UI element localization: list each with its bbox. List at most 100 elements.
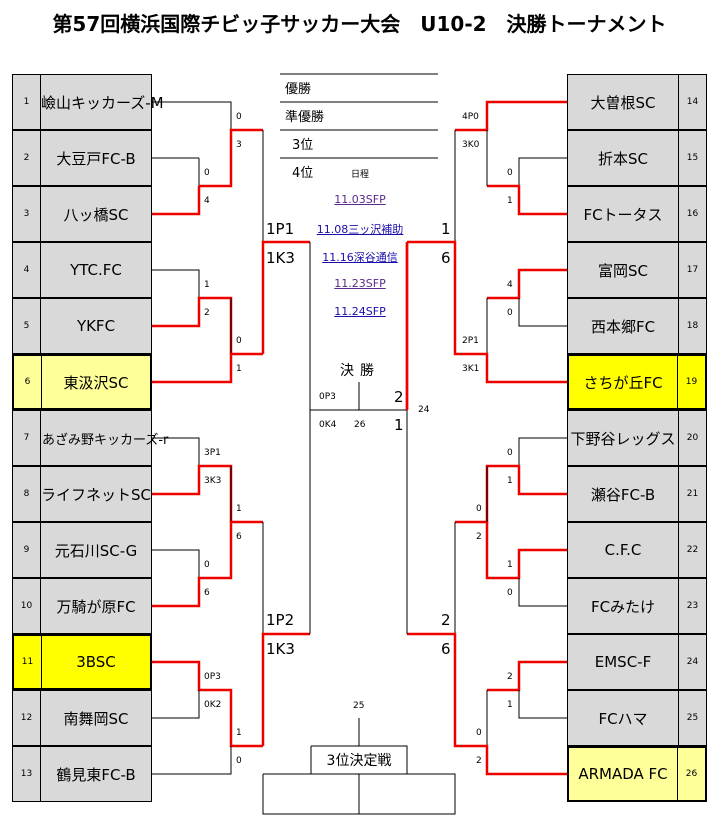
team-name: あざみ野キッカーズ-r [42, 432, 169, 448]
schedule-link[interactable]: 11.08三ッ沢補助 [316, 223, 404, 236]
score-top: 0 [204, 168, 210, 178]
team-name: 下野谷レッグス [570, 429, 676, 448]
team-row: 12 南舞岡SC [12, 690, 152, 746]
team-seed-number: 16 [678, 187, 706, 241]
bracket-line [152, 746, 232, 775]
team-seed-number: 15 [678, 131, 706, 185]
score-bottom: 0K4 [319, 420, 337, 430]
team-seed-number: 19 [677, 356, 705, 408]
score-top: 1 [236, 728, 242, 738]
team-name: EMSC-F [594, 653, 652, 671]
team-name: 元石川SC-G [54, 541, 138, 560]
score-bottom: 4 [204, 196, 210, 206]
score-top: 1P1 [266, 220, 295, 238]
winner-path [407, 240, 567, 384]
team-name: 嶮山キッカーズ-M [41, 93, 164, 112]
winner-path [455, 100, 567, 132]
score-top: 0 [236, 336, 242, 346]
team-seed-number: 4 [13, 243, 41, 297]
team-seed-number: 21 [678, 467, 706, 521]
winner-path [199, 128, 263, 188]
score-top: 0 [476, 728, 482, 738]
team-name: 西本郷FC [590, 317, 656, 336]
team-name: さちが丘FC [583, 373, 663, 392]
score-bottom: 1K3 [266, 249, 295, 267]
score-top: 0 [236, 112, 242, 122]
score-top: 0 [204, 560, 210, 570]
winner-path [487, 660, 567, 692]
winner-path [487, 184, 567, 216]
team-name: FCみたけ [590, 597, 656, 616]
winner-path [152, 520, 263, 608]
team-seed-number: 8 [13, 467, 41, 521]
bracket-line [152, 101, 232, 130]
schedule-link[interactable]: 11.03SFP [334, 193, 386, 206]
team-name: ライフネットSC [41, 485, 151, 504]
score-bottom: 6 [441, 249, 451, 267]
team-seed-number: 9 [13, 523, 41, 577]
score-top: 2 [507, 672, 513, 682]
team-name: FCトータス [583, 205, 663, 224]
score-bottom: 1 [507, 476, 513, 486]
team-seed-number: 10 [13, 579, 41, 633]
schedule-link[interactable]: 11.23SFP [334, 277, 386, 290]
score-bottom: 0 [507, 588, 513, 598]
schedule-link[interactable]: 11.24SFP [334, 305, 386, 318]
score-top: 4P0 [462, 112, 479, 122]
score-bottom: 1K3 [266, 640, 295, 658]
score-bottom: 2 [476, 756, 482, 766]
team-seed-number: 22 [678, 523, 706, 577]
score-bottom: 2 [204, 308, 210, 318]
score-bottom: 0 [507, 308, 513, 318]
team-name: 万騎が原FC [56, 597, 136, 616]
team-seed-number: 13 [13, 747, 41, 801]
score-bottom: 1 [507, 700, 513, 710]
score-bottom: 0 [236, 756, 242, 766]
team-row: 10 万騎が原FC [12, 578, 152, 634]
winner-path [152, 186, 201, 216]
winner-path [485, 522, 567, 580]
score-top: 2 [441, 611, 451, 629]
team-seed-number: 17 [678, 243, 706, 297]
score-top: 0 [507, 448, 513, 458]
team-name: 大豆戸FC-B [56, 149, 136, 168]
team-name: 南舞岡SC [63, 709, 129, 728]
team-name: YTC.FC [70, 261, 122, 279]
score-bottom: 6 [441, 640, 451, 658]
schedule-link[interactable]: 11.16深谷通信 [322, 251, 398, 264]
winner-path [152, 660, 263, 748]
score-bottom: 1 [394, 416, 404, 434]
winner-path [152, 296, 233, 354]
score-top: 3P1 [204, 448, 221, 458]
score-bottom: 3K1 [462, 364, 480, 374]
score-top: 1 [507, 560, 513, 570]
team-name: 3BSC [76, 653, 116, 671]
score-top: 2 [394, 388, 404, 406]
third-place-label: 3位 [292, 138, 314, 153]
winner-path [261, 632, 310, 746]
score-bottom: 2 [476, 532, 482, 542]
score-bottom: 1 [236, 364, 242, 374]
score-bottom: 6 [204, 588, 210, 598]
team-seed-number: 12 [13, 691, 41, 745]
bracket-line [262, 773, 456, 815]
final-label: 決勝 [340, 363, 380, 379]
winner-path [152, 352, 263, 384]
team-row: さちが丘FC 19 [567, 354, 707, 410]
schedule-heading: 日程 [350, 170, 369, 180]
team-name: 八ッ橋SC [63, 205, 129, 224]
